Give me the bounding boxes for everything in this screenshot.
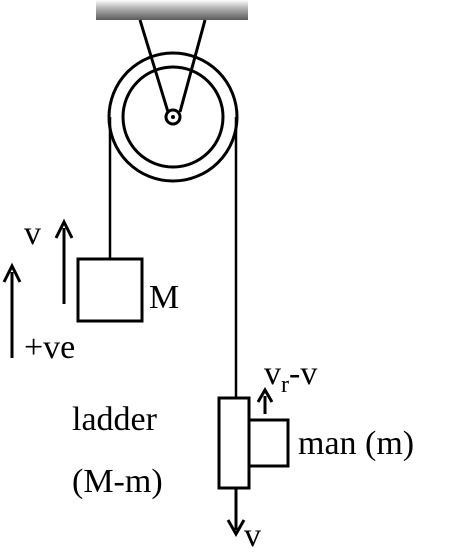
ladder-mass-label: (M-m) bbox=[72, 463, 163, 500]
pulley-inner bbox=[121, 65, 225, 169]
man-block bbox=[247, 418, 290, 468]
block-m-label: M bbox=[149, 279, 179, 316]
pulley-axle-hole bbox=[171, 115, 175, 119]
relative-velocity-arrow-icon bbox=[256, 387, 274, 414]
bracket-right-leg bbox=[178, 19, 207, 113]
positive-direction-label: +ve bbox=[24, 329, 75, 366]
velocity-left-label: v bbox=[24, 215, 41, 252]
velocity-down-label: v bbox=[244, 517, 261, 552]
ladder-block bbox=[217, 396, 251, 490]
positive-direction-arrow-icon bbox=[2, 262, 22, 358]
velocity-up-arrow-icon bbox=[54, 218, 74, 304]
bracket-left-leg bbox=[138, 19, 170, 113]
ceiling bbox=[96, 0, 248, 20]
man-label: man (m) bbox=[298, 425, 414, 462]
block-m bbox=[76, 257, 144, 323]
relative-velocity-rest: -v bbox=[289, 355, 317, 392]
velocity-down-arrow-icon bbox=[226, 488, 246, 538]
relative-velocity-base: v bbox=[264, 355, 281, 392]
ladder-name-label: ladder bbox=[72, 401, 158, 438]
relative-velocity-label: vr-v bbox=[264, 355, 317, 398]
relative-velocity-sub: r bbox=[281, 372, 289, 398]
